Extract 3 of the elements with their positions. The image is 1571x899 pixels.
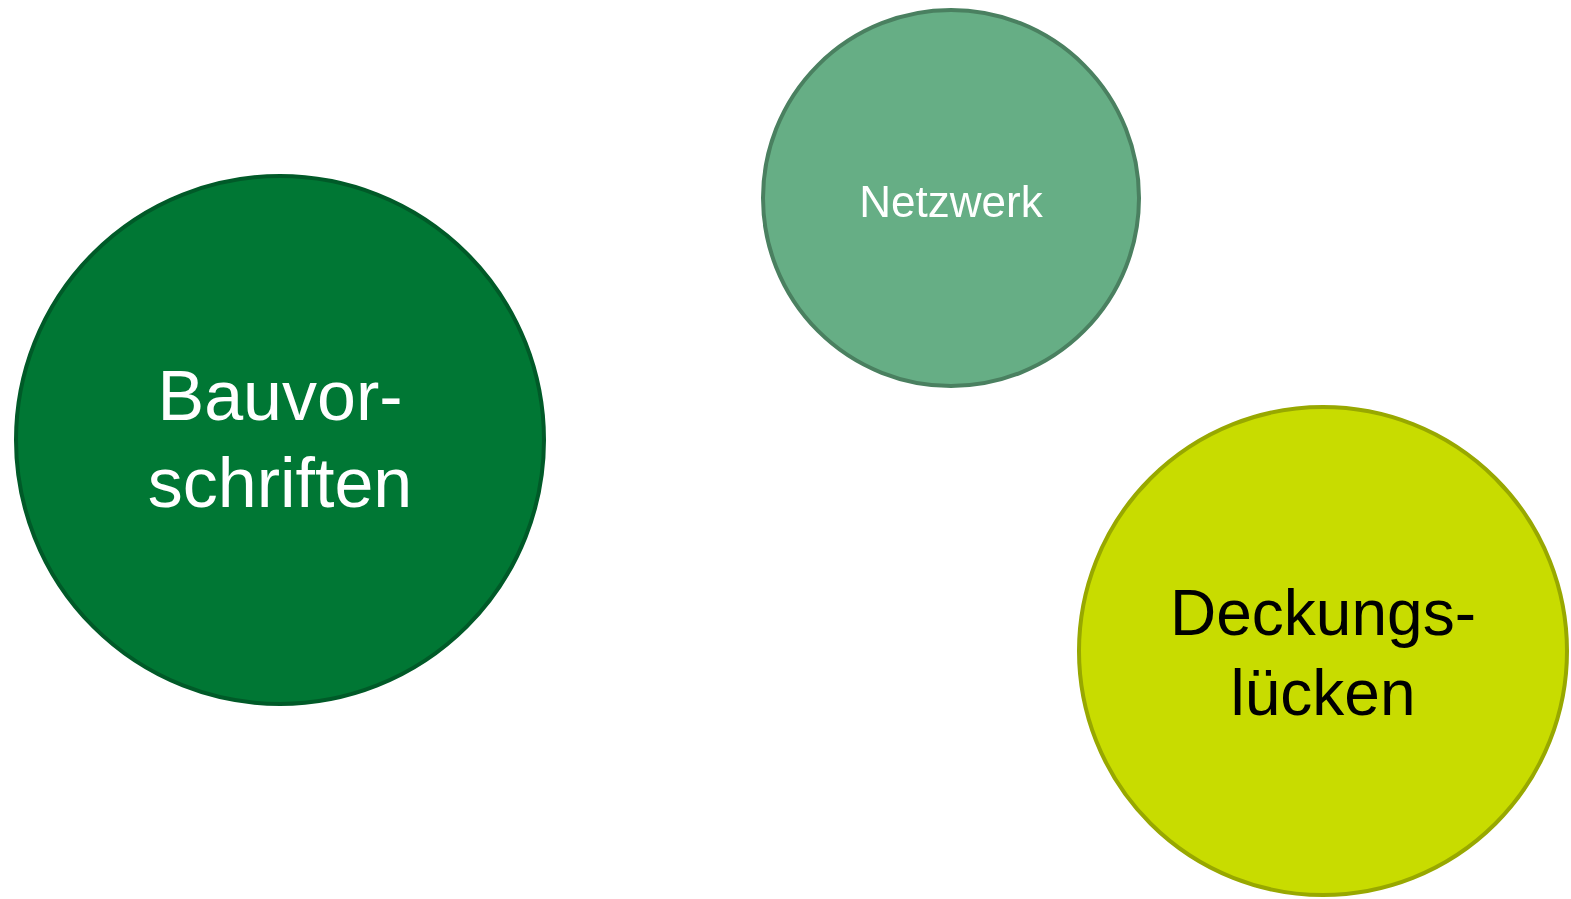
node-label: Bauvor- schriften <box>147 355 413 524</box>
node-label: Netzwerk <box>859 175 1043 228</box>
node-label: Deckungs- lücken <box>1170 576 1476 731</box>
